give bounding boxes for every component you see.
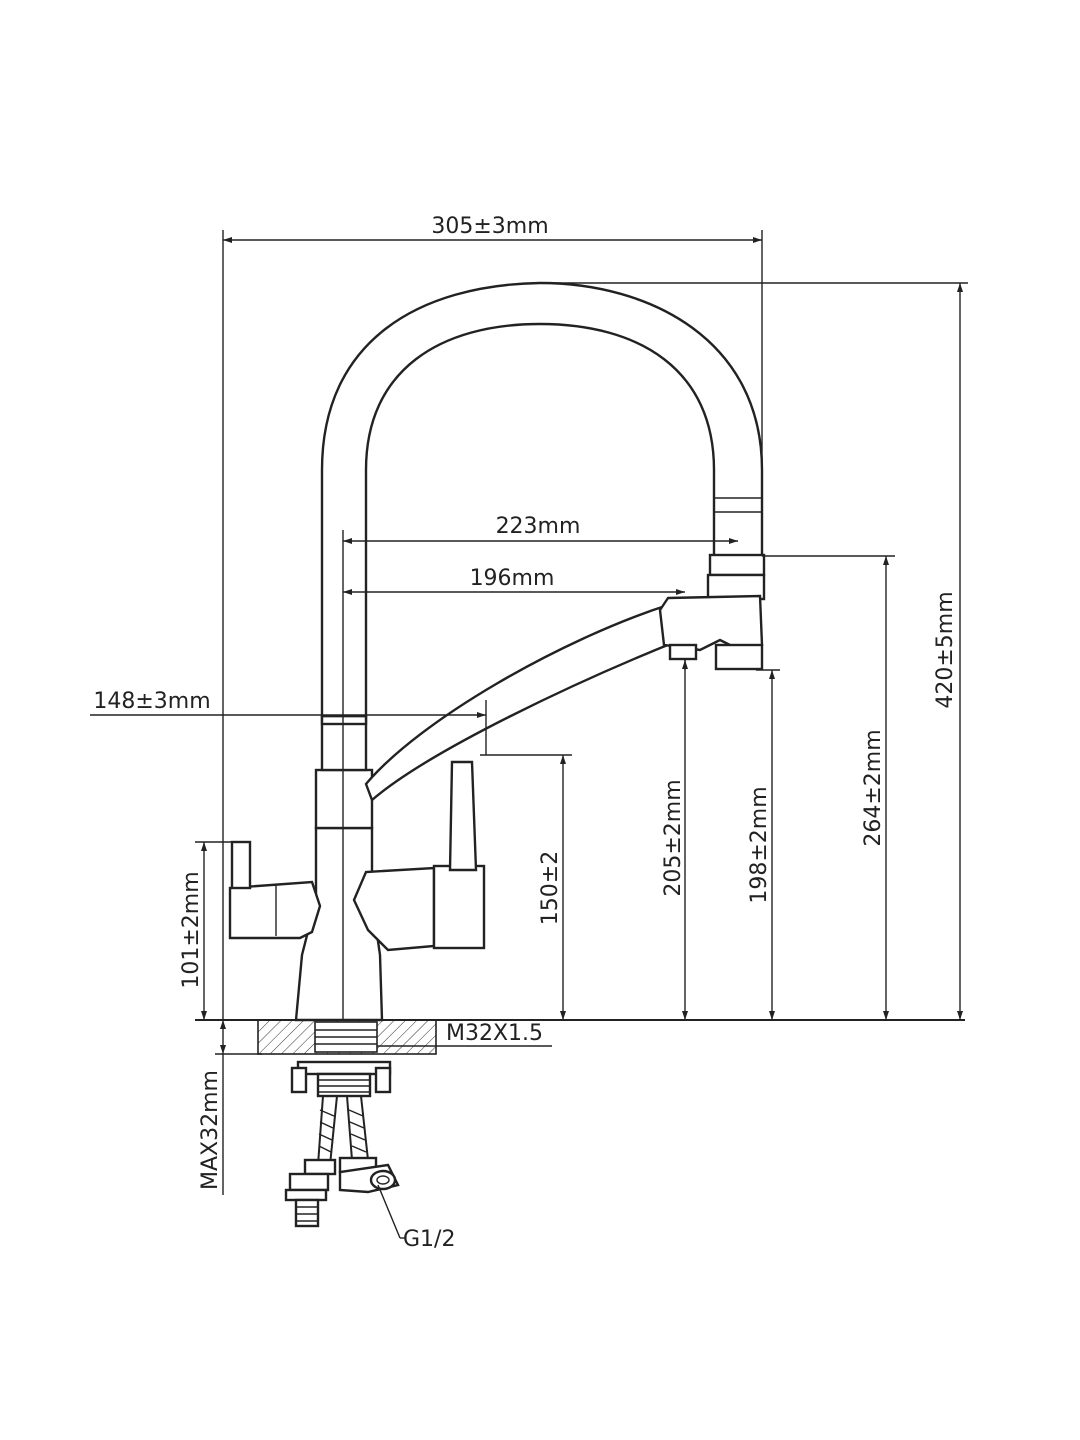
dim-total-height: 420±5mm [933,591,958,708]
dim-side-offset: 148±3mm [93,689,210,714]
dim-overall-width: 305±3mm [431,214,548,239]
counter-section [257,1019,437,1055]
thread-hose: G1/2 [403,1227,455,1252]
gooseneck-spout [320,281,766,718]
dim-outlet-height-main: 264±2mm [861,729,886,846]
faucet-body [228,714,486,1022]
dim-outlet-height-filter-b: 198±2mm [747,786,772,903]
flexible-hoses [284,1095,400,1228]
dim-max-counter-thickness: MAX32mm [198,1070,223,1190]
dim-spout-reach-outer: 223mm [496,514,581,539]
mounting-nut [290,1060,392,1098]
witness-lines [195,230,968,1055]
dim-lever-height-left: 101±2mm [179,871,204,988]
dim-outlet-height-filter-a: 205±2mm [661,779,686,896]
dim-lever-height-right: 150±2 [538,851,563,925]
filter-spout [364,594,764,803]
dim-spout-reach-inner: 196mm [470,566,555,591]
dimension-lines [90,237,963,1239]
thread-mount: M32X1.5 [446,1021,543,1046]
